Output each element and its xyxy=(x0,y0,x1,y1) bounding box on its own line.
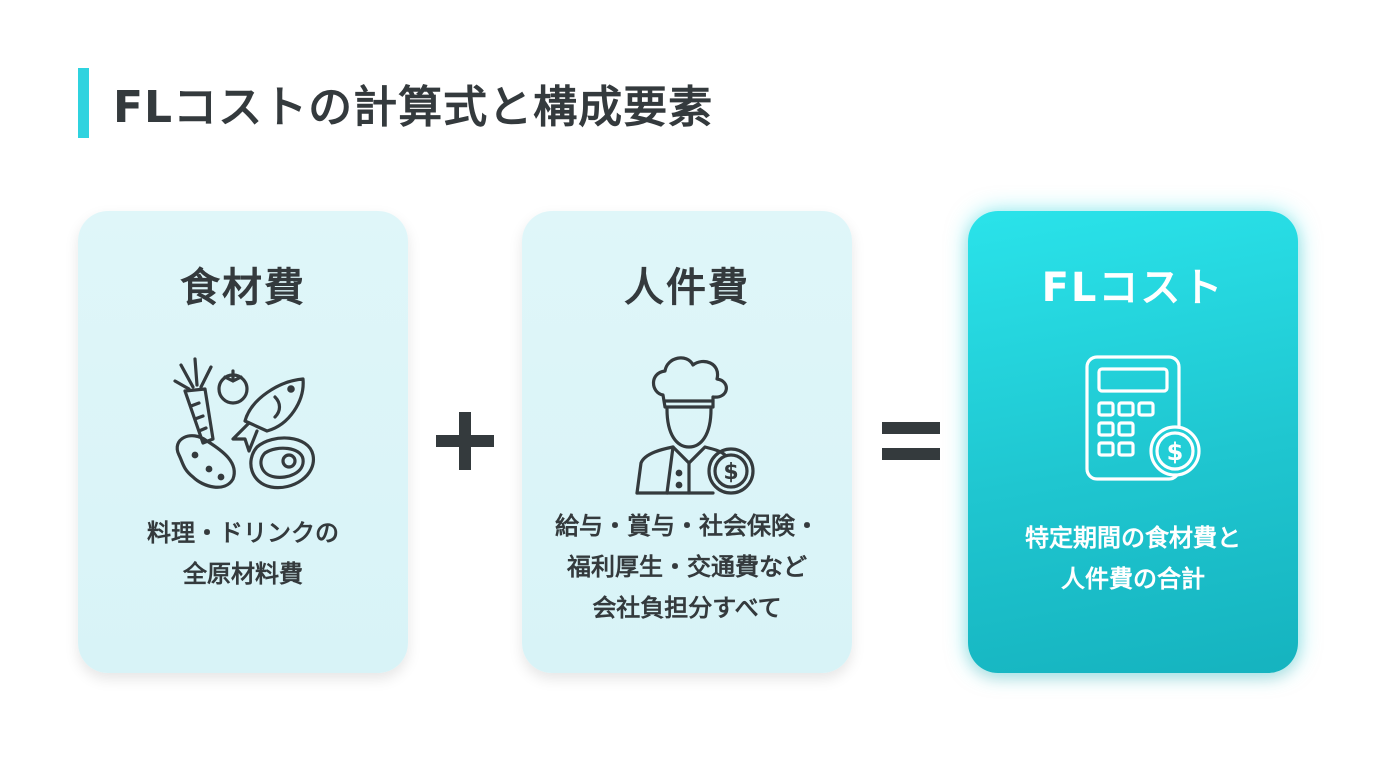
food-cost-desc-line: 全原材料費 xyxy=(183,560,303,588)
food-cost-desc-line: 料理・ドリンクの xyxy=(147,519,339,547)
title-block: FLコストの計算式と構成要素 xyxy=(78,68,713,138)
labor-cost-description: 給与・賞与・社会保険・ 福利厚生・交通費など 会社負担分すべて xyxy=(522,506,852,629)
food-cost-description: 料理・ドリンクの 全原材料費 xyxy=(78,513,408,595)
food-cost-card: 食材費 料理・ドリンクの 全原材料費 xyxy=(78,211,408,673)
labor-cost-title: 人件費 xyxy=(624,265,750,311)
labor-cost-card: 人件費 $ 給与・賞与・社会保険・ 福利厚生・交通費など 会社負担分すべて xyxy=(522,211,852,673)
calculator-dollar-icon: $ xyxy=(1053,351,1213,501)
fl-cost-desc-line: 特定期間の食材費と xyxy=(1025,524,1241,552)
fl-cost-desc-line: 人件費の合計 xyxy=(1061,565,1205,593)
chef-salary-icon: $ xyxy=(607,351,767,501)
fl-cost-card: FLコスト $ 特定期間の食材費と 人件費の合計 xyxy=(968,211,1298,673)
svg-text:$: $ xyxy=(723,460,738,485)
svg-text:$: $ xyxy=(1167,438,1184,466)
labor-cost-desc-line: 給与・賞与・社会保険・ xyxy=(555,512,819,540)
labor-cost-desc-line: 福利厚生・交通費など xyxy=(567,553,807,581)
equals-icon xyxy=(880,420,942,466)
food-cost-title: 食材費 xyxy=(180,265,306,311)
food-ingredients-icon xyxy=(163,351,323,501)
plus-icon xyxy=(434,410,496,476)
labor-cost-desc-line: 会社負担分すべて xyxy=(592,594,782,622)
fl-cost-title: FLコスト xyxy=(1041,265,1225,311)
fl-cost-description: 特定期間の食材費と 人件費の合計 xyxy=(968,518,1298,600)
page-title: FLコストの計算式と構成要素 xyxy=(113,82,714,133)
title-accent-bar xyxy=(78,68,89,138)
